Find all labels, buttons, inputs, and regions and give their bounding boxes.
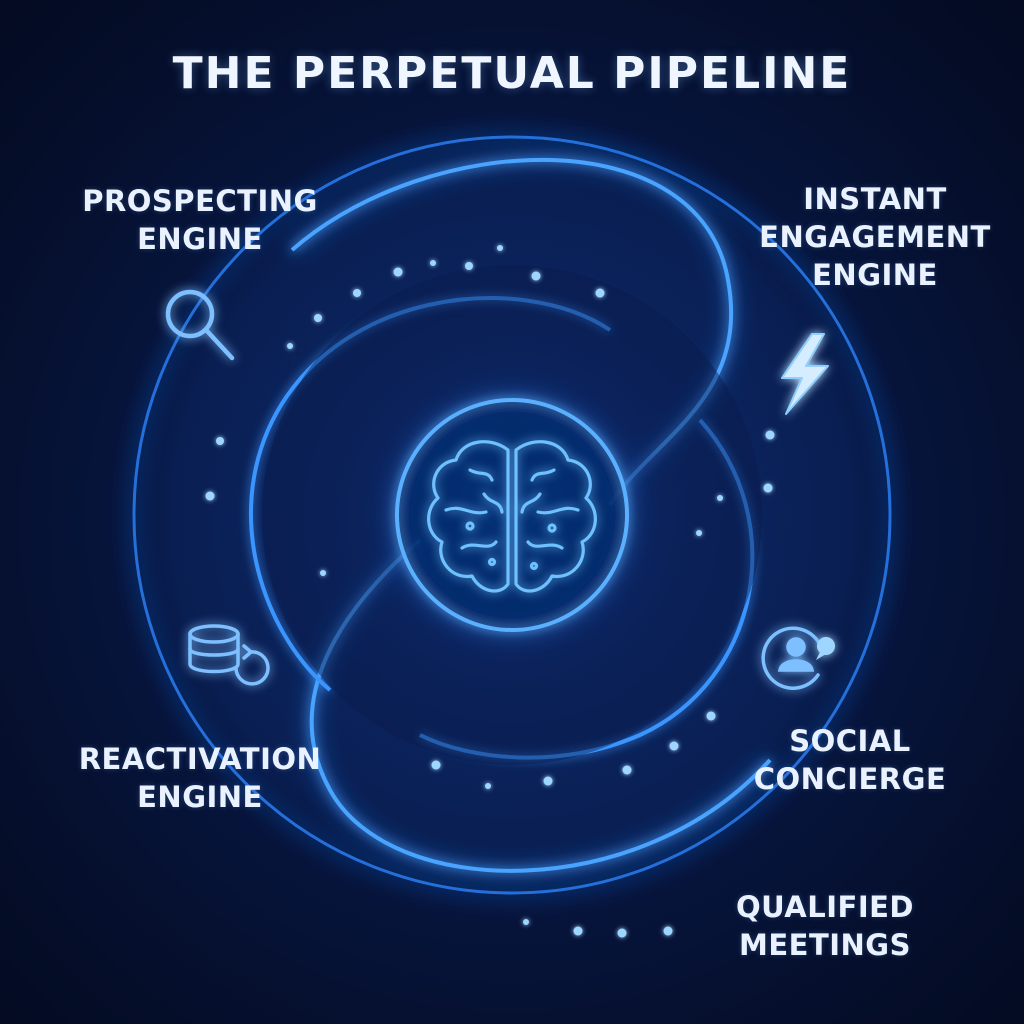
- flow-dot: [216, 437, 224, 445]
- flow-dot: [623, 766, 632, 775]
- flow-dot: [707, 712, 716, 721]
- node-label-line: CONCIERGE: [730, 760, 970, 798]
- flow-dot: [430, 260, 436, 266]
- core-ring: [397, 400, 627, 630]
- node-label-line: ENGINE: [60, 220, 340, 258]
- diagram-title: THE PERPETUAL PIPELINE: [0, 48, 1024, 99]
- flow-dot: [664, 927, 673, 936]
- flow-dot: [670, 742, 679, 751]
- flow-dot: [544, 777, 553, 786]
- flow-dot: [532, 272, 541, 281]
- flow-dot: [353, 289, 361, 297]
- flow-dot: [287, 343, 293, 349]
- node-label-line: QUALIFIED: [710, 888, 940, 926]
- node-label-line: ENGINE: [60, 778, 340, 816]
- node-label-social-concierge: SOCIAL CONCIERGE: [730, 722, 970, 798]
- node-label-line: MEETINGS: [710, 926, 940, 964]
- flow-dot: [696, 530, 702, 536]
- flow-dot: [485, 783, 491, 789]
- flow-dot: [394, 268, 403, 277]
- flow-dot: [497, 245, 503, 251]
- node-label-reactivation-engine: REACTIVATION ENGINE: [60, 740, 340, 816]
- flow-dot: [314, 314, 322, 322]
- flow-dot: [523, 919, 529, 925]
- flow-dot: [764, 484, 773, 493]
- node-label-line: INSTANT: [740, 180, 1010, 218]
- flow-dot: [717, 495, 723, 501]
- flow-dot: [596, 289, 605, 298]
- node-label-line: REACTIVATION: [60, 740, 340, 778]
- node-label-line: ENGINE: [740, 256, 1010, 294]
- node-label-instant-engagement-engine: INSTANT ENGAGEMENT ENGINE: [740, 180, 1010, 294]
- node-label-line: SOCIAL: [730, 722, 970, 760]
- flow-dot: [465, 262, 473, 270]
- node-label-line: PROSPECTING: [60, 182, 340, 220]
- flow-dot: [618, 929, 627, 938]
- flow-dot: [206, 492, 215, 501]
- node-label-qualified-meetings: QUALIFIED MEETINGS: [710, 888, 940, 964]
- flow-dot: [574, 927, 583, 936]
- node-label-line: ENGAGEMENT: [740, 218, 1010, 256]
- flow-dot: [432, 761, 441, 770]
- flow-dot: [766, 431, 775, 440]
- flow-dot: [320, 570, 326, 576]
- node-label-prospecting-engine: PROSPECTING ENGINE: [60, 182, 340, 258]
